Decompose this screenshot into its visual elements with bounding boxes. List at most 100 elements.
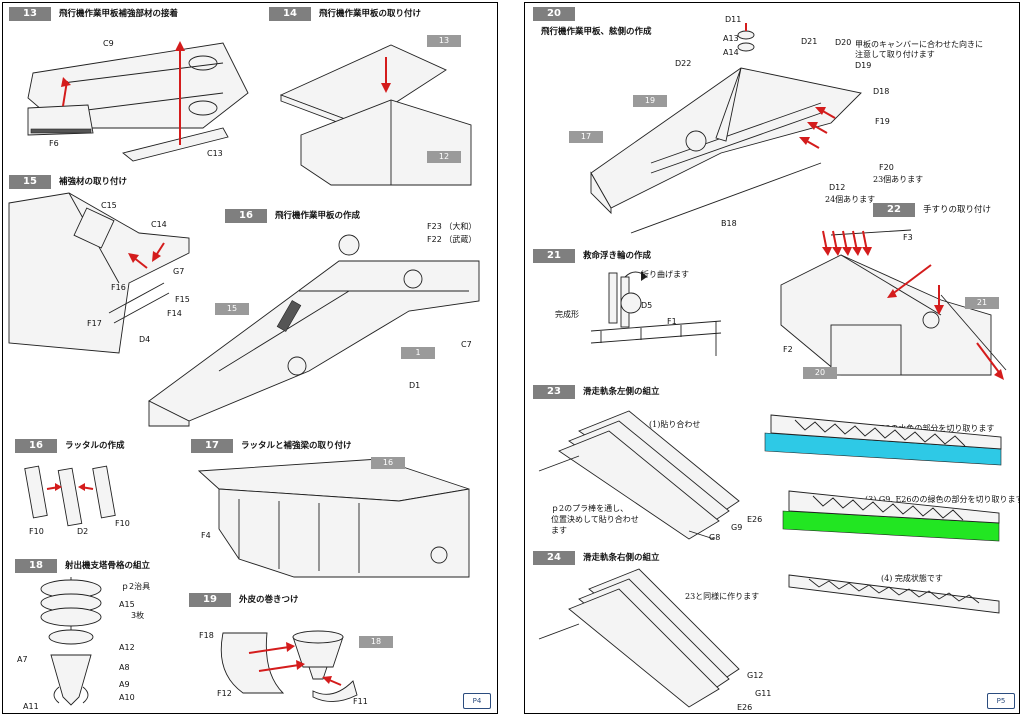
part-label: F2 — [783, 345, 793, 354]
step-17-drawing — [197, 458, 470, 578]
step-title: 射出機支塔骨格の組立 — [65, 561, 151, 571]
step-number: 14 — [269, 7, 311, 21]
step-number: 19 — [189, 593, 231, 607]
instruction-note: (4) 完成状態です — [881, 574, 943, 583]
part-label: F20 — [879, 163, 894, 172]
instruction-page-right: 20 飛行機作業甲板、舷側の作成 D11 A13 A14 D21 D20 D22… — [524, 2, 1020, 714]
part-label: A12 — [119, 643, 135, 652]
figure-ref-tag: 19 — [633, 95, 667, 107]
part-label: D22 — [675, 59, 692, 68]
part-label: E26 — [747, 515, 763, 524]
step-title: 手すりの取り付け — [923, 205, 992, 215]
part-label: D19 — [855, 61, 872, 70]
part-label: F23 （大和） — [427, 222, 477, 231]
part-label: F4 — [201, 531, 211, 540]
part-label: 3枚 — [131, 611, 145, 620]
part-label: D1 — [409, 381, 421, 390]
step-number: 21 — [533, 249, 575, 263]
part-label: D12 — [829, 183, 846, 192]
part-label: ｐ2治具 — [121, 582, 151, 591]
step-19-drawing — [220, 630, 358, 702]
figure-ref-tag: 16 — [371, 457, 405, 469]
step-title: 外皮の巻きつけ — [239, 595, 299, 605]
part-label: A8 — [119, 663, 130, 672]
part-label: C9 — [103, 39, 114, 48]
instruction-note: (2) G8の水色の部分を切り取ります — [865, 424, 995, 433]
part-label: D2 — [77, 527, 89, 536]
step-title: 補強材の取り付け — [59, 177, 128, 187]
part-label: F6 — [49, 139, 59, 148]
instruction-note: 位置決めして貼り合わせ — [551, 515, 639, 524]
step-title: 飛行機作業甲板の作成 — [275, 211, 361, 221]
part-label: F14 — [167, 309, 182, 318]
instruction-note: 甲板のキャンバーに合わせた向きに — [855, 40, 983, 49]
step-23-drawing — [538, 410, 740, 540]
step-number: 13 — [9, 7, 51, 21]
part-label: D21 — [801, 37, 818, 46]
step-13-drawing — [27, 41, 249, 162]
figure-ref-tag: 20 — [803, 367, 837, 379]
part-label: C14 — [151, 220, 167, 229]
figure-ref-tag: 17 — [569, 131, 603, 143]
step-number: 23 — [533, 385, 575, 399]
page-number: P5 — [987, 693, 1015, 709]
part-label: G9 — [731, 523, 743, 532]
part-label: A7 — [17, 655, 28, 664]
instruction-page-left: 13 飛行機作業甲板補強部材の接着 C9 F6 C13 14 飛行機作業甲板の取… — [2, 2, 498, 714]
instruction-note: 完成形 — [555, 310, 579, 319]
step-16-ladder-drawing — [24, 465, 116, 527]
figure-ref-tag: 12 — [427, 151, 461, 163]
step-title: ラッタルと補強梁の取り付け — [241, 441, 352, 451]
step-number: 16 — [15, 439, 57, 453]
step-title: 飛行機作業甲板補強部材の接着 — [59, 9, 179, 19]
part-label: F12 — [217, 689, 232, 698]
part-label: F1 — [667, 317, 677, 326]
figure-ref-tag: 15 — [215, 303, 249, 315]
part-label: D20 — [835, 38, 852, 47]
part-label: C7 — [461, 340, 472, 349]
part-label: D11 — [725, 15, 742, 24]
step-title: 飛行機作業甲板の取り付け — [319, 9, 422, 19]
part-label: D4 — [139, 335, 151, 344]
part-label: F19 — [875, 117, 890, 126]
part-label: C15 — [101, 201, 117, 210]
step-24-drawing — [538, 568, 740, 708]
part-label: B18 — [721, 219, 737, 228]
step-title: 滑走軌条右側の組立 — [583, 553, 660, 563]
rail-cyan-drawing — [764, 414, 1002, 466]
step-22-drawing — [780, 229, 1007, 380]
step-21-drawing — [590, 271, 722, 356]
part-label: G8 — [709, 533, 721, 542]
part-label: F16 — [111, 283, 126, 292]
step-number: 18 — [15, 559, 57, 573]
part-label: F11 — [353, 697, 368, 706]
rail-finished-drawing — [788, 574, 1000, 614]
part-label: A9 — [119, 680, 130, 689]
step-20-drawing — [590, 23, 862, 234]
step-title: ラッタルの作成 — [65, 441, 125, 451]
step-title: 飛行機作業甲板、舷側の作成 — [541, 27, 652, 37]
instruction-note: (3) G9, E26のの緑色の部分を切り取ります — [865, 495, 1020, 504]
part-label: A11 — [23, 702, 39, 711]
step-14-drawing — [279, 44, 472, 186]
part-label: F17 — [87, 319, 102, 328]
figure-ref-tag: 13 — [427, 35, 461, 47]
step-title: 救命浮き輪の作成 — [583, 251, 652, 261]
instruction-note: ｐ2のプラ棒を通し、 — [551, 504, 629, 513]
step-number: 22 — [873, 203, 915, 217]
part-label: G11 — [755, 689, 772, 698]
step-number: 24 — [533, 551, 575, 565]
step-18-drawing — [40, 577, 102, 706]
figure-ref-tag: 21 — [965, 297, 999, 309]
part-label: F10 — [115, 519, 130, 528]
instruction-note: 23と同様に作ります — [685, 592, 760, 601]
rail-green-drawing — [782, 490, 1000, 542]
instruction-note: 23個あります — [873, 175, 924, 184]
step-number: 16 — [225, 209, 267, 223]
part-label: A15 — [119, 600, 135, 609]
part-label: F15 — [175, 295, 190, 304]
part-label: F18 — [199, 631, 214, 640]
part-label: G12 — [747, 671, 764, 680]
step-number: 17 — [191, 439, 233, 453]
page-number: P4 — [463, 693, 491, 709]
